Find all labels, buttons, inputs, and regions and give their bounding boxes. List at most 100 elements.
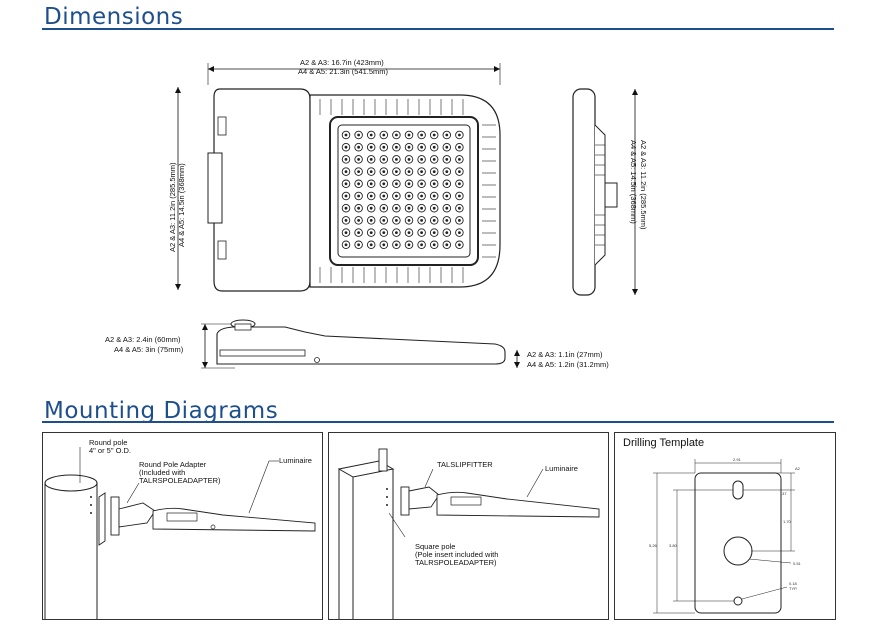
- led-dot: [445, 182, 449, 186]
- led-dot: [357, 145, 360, 149]
- led-dot: [369, 206, 373, 210]
- led-dot: [445, 206, 449, 210]
- led-dot: [382, 206, 386, 210]
- led-dot: [369, 194, 373, 198]
- dimensions-rule: [42, 28, 834, 30]
- led-dot: [458, 231, 461, 235]
- led-dot: [395, 219, 398, 222]
- led-dot: [445, 170, 449, 173]
- led-dot: [445, 219, 449, 222]
- led-dot: [458, 170, 461, 173]
- led-dot: [344, 194, 348, 198]
- round-pole-drawing: [44, 447, 316, 619]
- led-dot: [420, 206, 423, 210]
- led-dot: [445, 231, 449, 235]
- mounting-rule: [42, 421, 834, 423]
- led-dot: [458, 133, 461, 137]
- led-dot: [407, 231, 411, 235]
- dimensions-title: Dimensions: [44, 4, 184, 30]
- led-dot: [407, 158, 411, 161]
- led-dot: [344, 133, 348, 137]
- led-dot: [407, 170, 411, 173]
- led-dot: [407, 206, 411, 210]
- led-dot: [395, 182, 398, 186]
- side-view-drawing: [572, 88, 638, 296]
- drill-slot-label: 0.18 TYP.: [789, 581, 798, 591]
- square-pole-diagram-panel: TALSLIPFITTER Luminaire Square pole (Pol…: [328, 432, 609, 620]
- led-dot: [420, 219, 423, 222]
- led-dot: [395, 231, 398, 235]
- drill-left-dim-outer: 5.26: [649, 543, 657, 548]
- led-dot: [458, 158, 461, 161]
- led-dot: [382, 194, 386, 198]
- led-dot: [458, 145, 461, 149]
- profile-right-dim-line1: A2 & A3: 1.1in (27mm): [527, 350, 603, 359]
- led-dot: [357, 219, 360, 222]
- square-pole-label: Square pole (Pole insert included with T…: [415, 542, 499, 567]
- profile-view-drawing: [201, 319, 520, 369]
- led-dot: [344, 243, 348, 247]
- top-width-dim-line2: A4 & A5: 21.3in (541.5mm): [298, 67, 389, 76]
- led-dot: [395, 145, 398, 149]
- top-width-dim-line1: A2 & A3: 16.7in (423mm): [300, 58, 384, 67]
- led-dot: [369, 231, 373, 235]
- led-dot: [344, 219, 348, 222]
- drill-right-dim1: A2: [795, 466, 800, 471]
- led-dot: [432, 145, 436, 149]
- led-dot: [382, 243, 386, 247]
- led-dot: [458, 182, 461, 186]
- square-luminaire-label: Luminaire: [545, 464, 578, 473]
- profile-left-dim-line2: A4 & A5: 3in (75mm): [114, 345, 184, 354]
- top-height-dim-line1: A2 & A3: 11.2in (285.5mm): [168, 162, 177, 253]
- round-pole-label: Round pole 4" or 5" O.D.: [89, 438, 132, 455]
- drill-right-dim3: 1.70: [783, 519, 791, 524]
- led-dot: [458, 206, 461, 210]
- led-dot: [395, 243, 398, 247]
- led-dot: [344, 145, 348, 149]
- led-dot: [369, 219, 373, 222]
- led-dot: [357, 231, 360, 235]
- drilling-template-drawing: [653, 459, 795, 614]
- talslipfitter-label: TALSLIPFITTER: [437, 460, 493, 469]
- led-dot: [395, 158, 398, 161]
- profile-left-dim-line1: A2 & A3: 2.4in (60mm): [105, 335, 181, 344]
- led-dot: [420, 231, 423, 235]
- led-dot: [420, 243, 423, 247]
- led-dot: [445, 194, 449, 198]
- led-dot: [357, 243, 360, 247]
- led-dot: [382, 219, 386, 222]
- led-dot: [420, 145, 423, 149]
- led-dot: [432, 219, 436, 222]
- led-dot: [407, 145, 411, 149]
- led-dot: [382, 170, 386, 173]
- led-dot: [432, 158, 436, 161]
- led-dot: [407, 243, 411, 247]
- led-dot: [445, 243, 449, 247]
- led-dot: [357, 206, 360, 210]
- led-dot: [357, 170, 360, 173]
- top-height-dim-line2: A4 & A5: 14.5in (368mm): [177, 163, 186, 247]
- side-height-dim-line1: A2 & A3: 11.2in (285.5mm): [639, 140, 648, 230]
- led-dot: [407, 182, 411, 186]
- led-dot: [344, 170, 348, 173]
- led-dot: [432, 133, 436, 137]
- led-dot: [369, 243, 373, 247]
- led-dot: [382, 145, 386, 149]
- round-pole-diagram-panel: Round pole 4" or 5" O.D. Round Pole Adap…: [42, 432, 323, 620]
- square-pole-drawing: [337, 448, 600, 619]
- led-dot: [407, 133, 411, 137]
- led-dot: [395, 194, 398, 198]
- led-dot: [432, 194, 436, 198]
- led-dot: [382, 133, 386, 137]
- drill-hole-label: 0.51: [793, 561, 801, 566]
- round-luminaire-label: Luminaire: [279, 456, 312, 465]
- round-pole-adapter-label: Round Pole Adapter (Included with TALRSP…: [139, 460, 221, 485]
- led-dot: [407, 194, 411, 198]
- led-dot: [445, 133, 449, 137]
- led-dot: [357, 182, 360, 186]
- drill-right-dim2: .37: [781, 491, 787, 496]
- led-dot: [369, 133, 373, 137]
- led-dot: [395, 133, 398, 137]
- led-dot: [458, 243, 461, 247]
- mounting-diagrams-title: Mounting Diagrams: [44, 398, 279, 424]
